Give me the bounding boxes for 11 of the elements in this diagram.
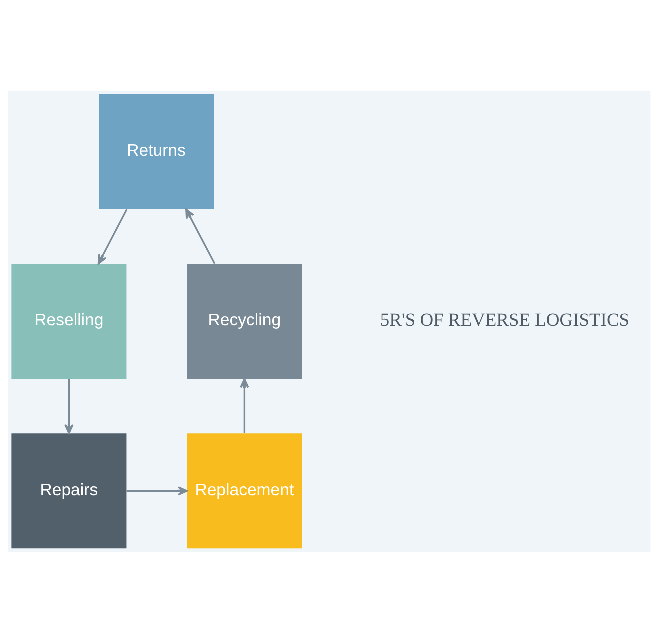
label: 5R'S OF REVERSE LOGISTICS <box>380 310 630 330</box>
node-box: Replacement <box>187 433 302 548</box>
node-box: Returns <box>99 94 214 209</box>
arrow <box>186 208 216 264</box>
node-box: Repairs <box>12 433 127 548</box>
arrow <box>240 378 250 433</box>
arrow <box>126 486 188 496</box>
arrow <box>98 208 128 264</box>
arrow <box>64 378 74 434</box>
node-box: Recycling <box>187 263 302 379</box>
node-box: Reselling <box>12 263 127 379</box>
